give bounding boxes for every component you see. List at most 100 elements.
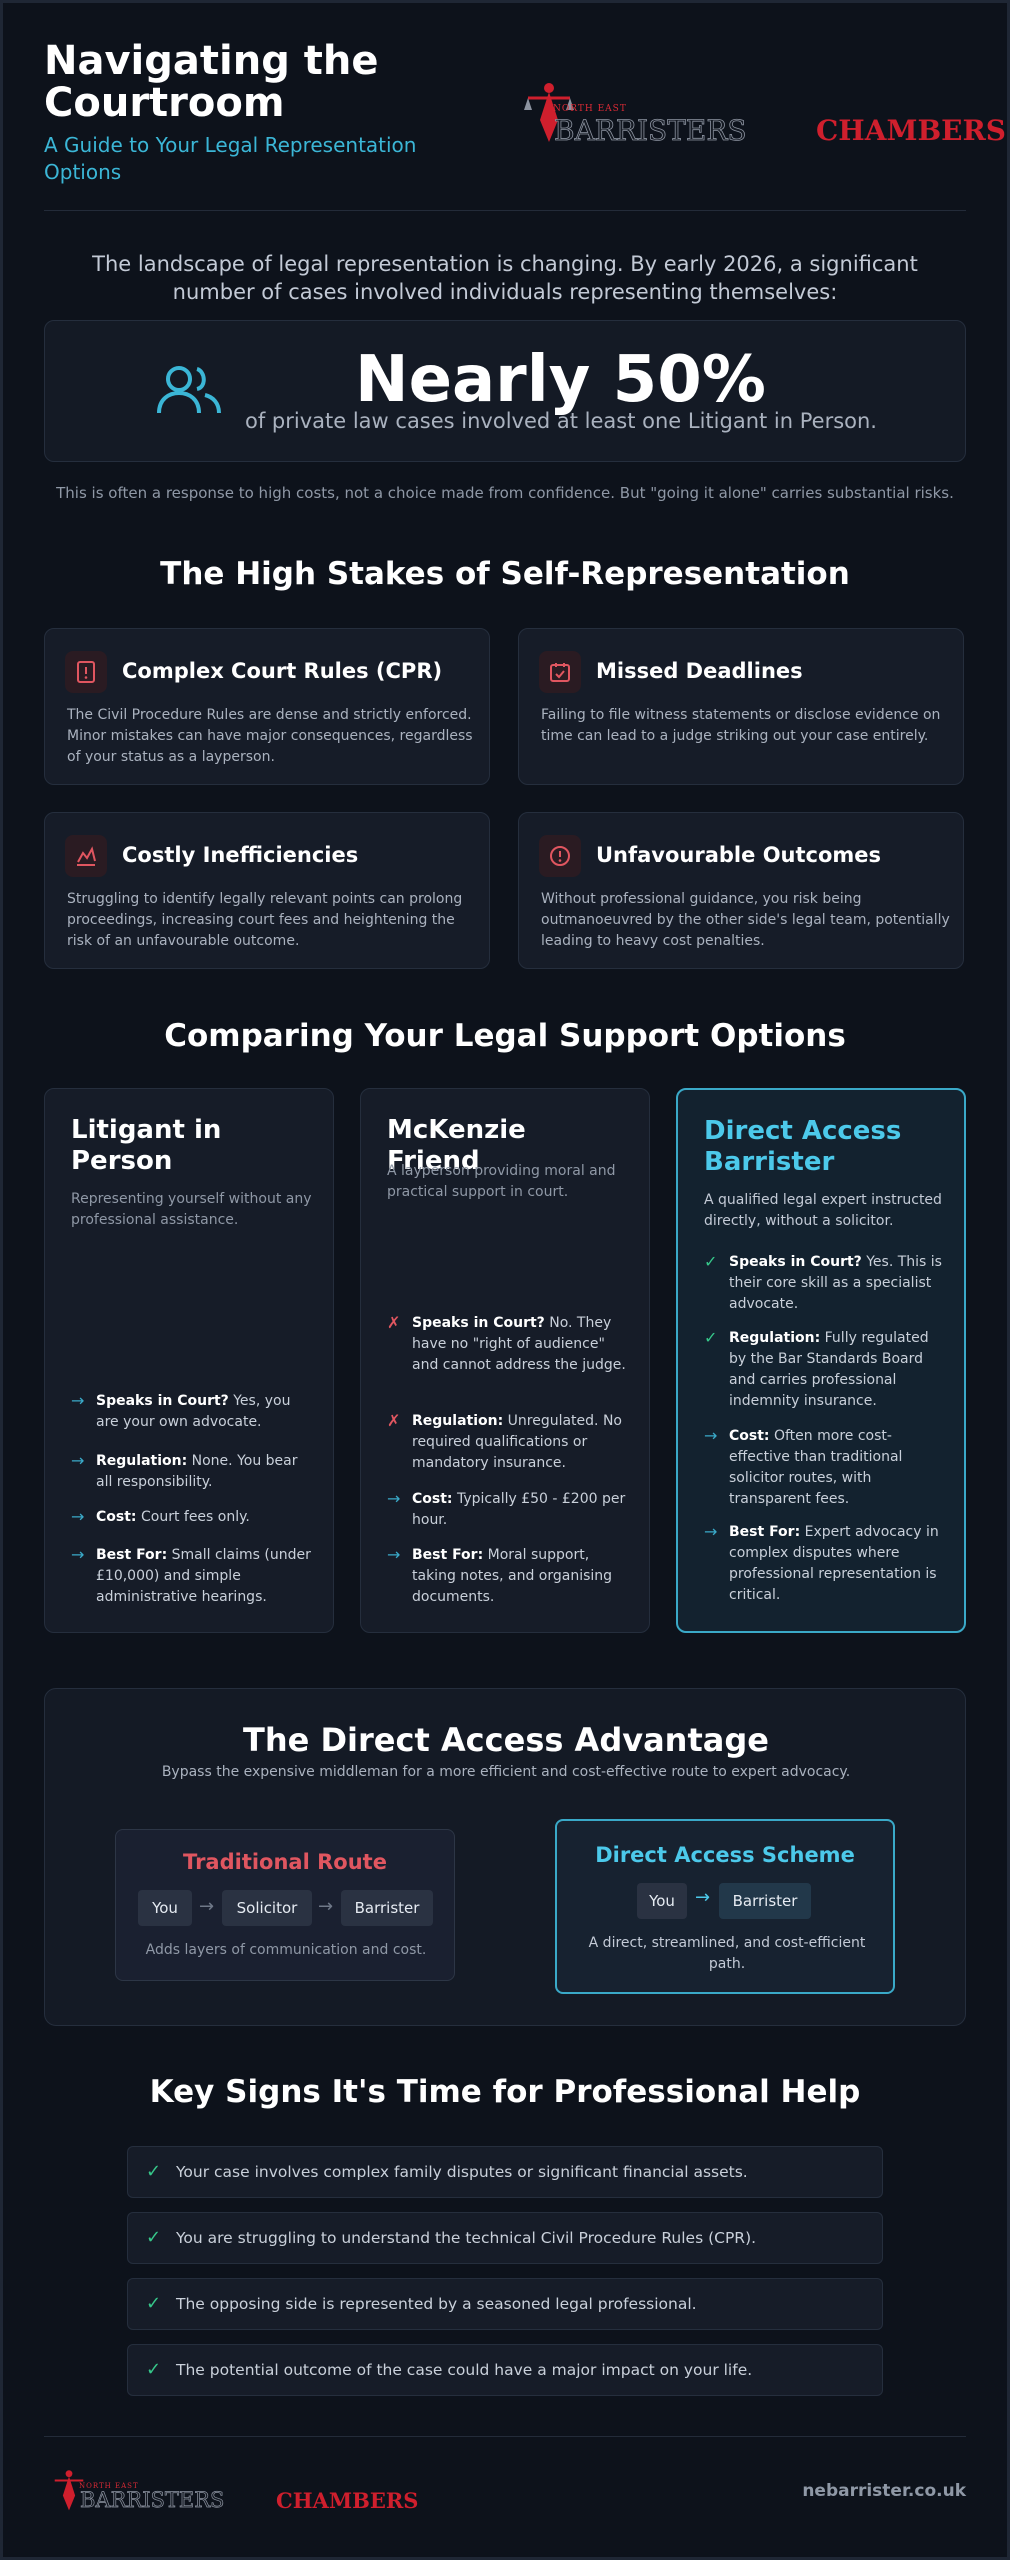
feature-text: Yes, you are your own advocate.	[96, 1393, 291, 1430]
feature-text: Often more cost-effective than tradition…	[729, 1428, 903, 1507]
cross-icon: ✗	[387, 1411, 401, 1430]
option-card-litigant-in-person: Litigant in Person Representing yourself…	[44, 1088, 334, 1633]
feature-text: Moral support, taking notes, and organis…	[412, 1547, 613, 1605]
arrow-right-icon: →	[318, 1896, 334, 1917]
risk-card-complex-rules: Complex Court Rules (CPR) The Civil Proc…	[44, 628, 490, 785]
feature-text: None. You bear all responsibility.	[96, 1453, 298, 1490]
header-divider	[44, 210, 966, 211]
risk-text: Failing to file witness statements or di…	[541, 707, 941, 744]
logo-tagline: NORTH EAST	[553, 104, 627, 114]
sign-text: The potential outcome of the case could …	[176, 2361, 753, 2379]
option-desc: Representing yourself without any profes…	[71, 1191, 312, 1228]
stat-value: Nearly 50%	[355, 343, 766, 417]
feature-text: Unregulated. No required qualifications …	[412, 1413, 622, 1471]
feature-label: Cost:	[96, 1509, 137, 1525]
option-title: Direct Access Barrister	[704, 1116, 902, 1177]
direct-access-route-panel: Direct Access Scheme You → Barrister A d…	[555, 1819, 895, 1994]
option-desc: A layperson providing moral and practica…	[387, 1163, 616, 1200]
feature-label: Regulation:	[412, 1413, 504, 1429]
feature-text: Fully regulated by the Bar Standards Boa…	[729, 1330, 929, 1409]
signs-heading: Key Signs It's Time for Professional Hel…	[149, 2074, 861, 2110]
step-you: You	[138, 1890, 192, 1926]
risk-text: Without professional guidance, you risk …	[541, 891, 950, 949]
feature-label: Cost:	[729, 1428, 770, 1444]
logo-word-chambers: CHAMBERS	[816, 114, 1006, 147]
arrow-icon: →	[71, 1451, 85, 1470]
chambers-logo[interactable]: NORTH EAST BARRISTERS CHAMBERS	[504, 80, 1006, 150]
users-icon	[157, 366, 221, 414]
options-heading: Comparing Your Legal Support Options	[164, 1018, 846, 1054]
feature-text: Small claims (under £10,000) and simple …	[96, 1547, 311, 1605]
feature-text: Typically £50 - £200 per hour.	[412, 1491, 626, 1528]
option-card-mckenzie-friend: McKenzie Friend A layperson providing mo…	[360, 1088, 650, 1633]
feature-text: Court fees only.	[136, 1509, 250, 1525]
direct-access-advantage: The Direct Access Advantage Bypass the e…	[44, 1688, 966, 2026]
advantage-subtext: Bypass the expensive middleman for a mor…	[161, 1764, 851, 1780]
feature-label: Best For:	[729, 1524, 801, 1540]
feature-label: Speaks in Court?	[729, 1254, 862, 1270]
sign-item: ✓ Your case involves complex family disp…	[127, 2146, 883, 2198]
arrow-icon: →	[387, 1489, 401, 1508]
risk-title: Costly Inefficiencies	[122, 843, 359, 867]
step-barrister: Barrister	[719, 1883, 811, 1919]
sign-item: ✓ You are struggling to understand the t…	[127, 2212, 883, 2264]
risk-text: Struggling to identify legally relevant …	[67, 891, 463, 949]
check-icon: ✓	[146, 2293, 162, 2314]
advantage-heading: The Direct Access Advantage	[243, 1721, 769, 1759]
feature-label: Speaks in Court?	[96, 1393, 229, 1409]
feature-text: No. They have no "right of audience" and…	[412, 1315, 626, 1373]
arrow-right-icon: →	[199, 1896, 215, 1917]
risk-title: Complex Court Rules (CPR)	[122, 659, 443, 683]
feature-label: Regulation:	[729, 1330, 821, 1346]
feature-text: Yes. This is their core skill as a speci…	[729, 1254, 942, 1312]
feature-label: Best For:	[412, 1547, 484, 1563]
intro-text: The landscape of legal representation is…	[92, 252, 918, 304]
calendar-check-icon	[539, 651, 581, 693]
step-barrister: Barrister	[341, 1890, 433, 1926]
logo-tagline: NORTH EAST	[79, 2482, 139, 2490]
option-title: McKenzie Friend	[387, 1115, 526, 1176]
check-icon: ✓	[146, 2161, 162, 2182]
cross-icon: ✗	[387, 1313, 401, 1332]
stat-caption: of private law cases involved at least o…	[245, 409, 877, 433]
logo-word-barristers: BARRISTERS	[80, 2488, 225, 2513]
check-icon: ✓	[146, 2359, 162, 2380]
risk-text: The Civil Procedure Rules are dense and …	[67, 707, 473, 765]
arrow-icon: →	[387, 1545, 401, 1564]
sign-text: The opposing side is represented by a se…	[176, 2295, 697, 2313]
option-title: Litigant in Person	[71, 1115, 222, 1176]
route-caption: A direct, streamlined, and cost-efficien…	[588, 1935, 866, 1972]
option-desc: A qualified legal expert instructed dire…	[704, 1192, 942, 1229]
logo-word-barristers: BARRISTERS	[554, 114, 747, 148]
risks-heading: The High Stakes of Self-Representation	[160, 556, 850, 592]
intro-note: This is often a response to high costs, …	[56, 484, 954, 502]
feature-label: Cost:	[412, 1491, 453, 1507]
rulebook-alert-icon	[65, 651, 107, 693]
logo-word-chambers: CHAMBERS	[276, 2488, 419, 2513]
footer-logo[interactable]: NORTH EAST BARRISTERS CHAMBERS	[44, 2466, 418, 2516]
option-card-direct-access-barrister: Direct Access Barrister A qualified lega…	[676, 1088, 966, 1633]
website-link[interactable]: nebarrister.co.uk	[802, 2481, 966, 2501]
risk-title: Missed Deadlines	[596, 659, 803, 683]
arrow-icon: →	[704, 1426, 718, 1445]
risk-card-unfavourable-outcomes: Unfavourable Outcomes Without profession…	[518, 812, 964, 969]
risk-card-costly-inefficiencies: Costly Inefficiencies Struggling to iden…	[44, 812, 490, 969]
arrow-icon: →	[71, 1391, 85, 1410]
step-solicitor: Solicitor	[222, 1890, 312, 1926]
arrow-icon: →	[71, 1545, 85, 1564]
traditional-route-panel: Traditional Route You → Solicitor → Barr…	[115, 1829, 455, 1981]
feature-label: Speaks in Court?	[412, 1315, 545, 1331]
route-caption: Adds layers of communication and cost.	[145, 1942, 427, 1958]
justice-figure-icon	[54, 2470, 84, 2511]
alert-circle-icon	[539, 835, 581, 877]
check-icon: ✓	[704, 1328, 718, 1347]
header: Navigating the Courtroom A Guide to Your…	[44, 38, 1006, 200]
arrow-icon: →	[71, 1507, 85, 1526]
page-title: Navigating the Courtroom	[44, 38, 379, 126]
sign-text: You are struggling to understand the tec…	[176, 2229, 757, 2247]
sign-text: Your case involves complex family disput…	[176, 2163, 748, 2181]
page-subtitle: A Guide to Your Legal Representation Opt…	[44, 133, 417, 184]
justice-figure-icon	[524, 83, 574, 142]
risk-card-missed-deadlines: Missed Deadlines Failing to file witness…	[518, 628, 964, 785]
